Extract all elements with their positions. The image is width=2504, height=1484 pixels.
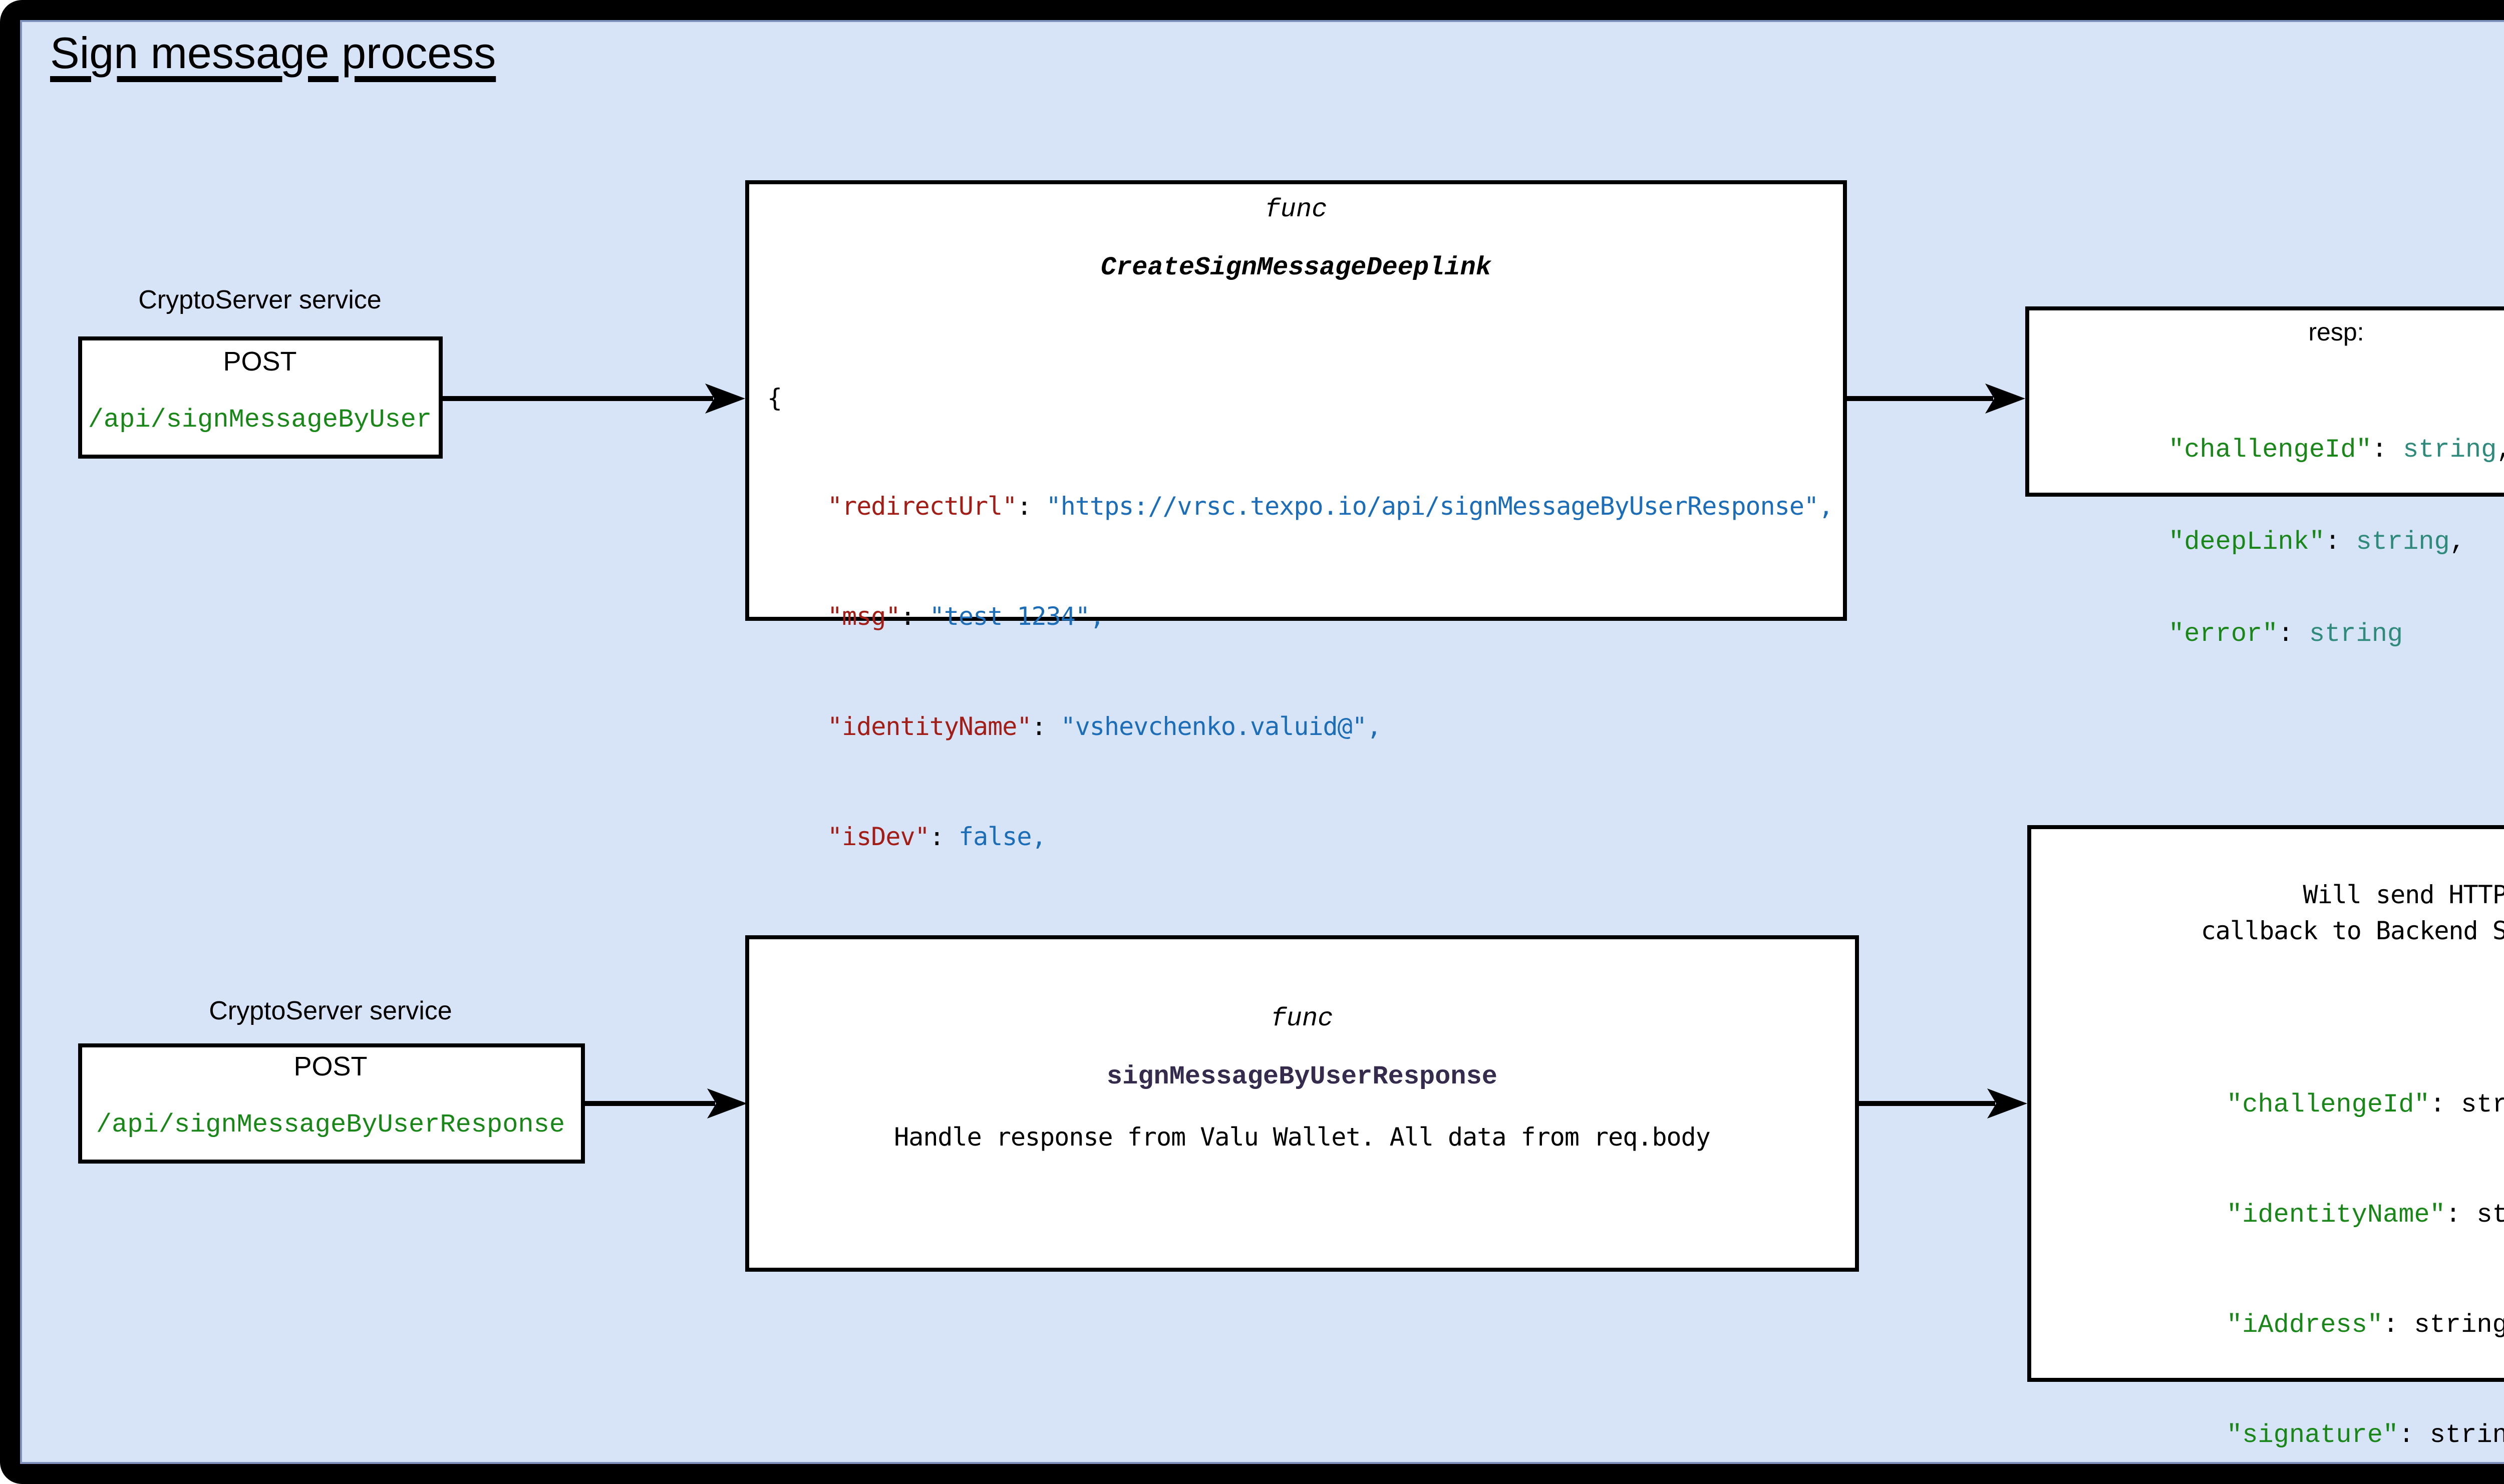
field-colon: : <box>2429 1089 2461 1120</box>
resp-field: "deepLink": string, <box>2168 527 2504 557</box>
note-prefix: callback to Backend Server at <box>2201 915 2504 945</box>
func1-kind-label: func <box>1265 193 1328 223</box>
arrowhead-icon <box>1987 1087 2027 1118</box>
field-key: "challengeId" <box>2168 435 2372 466</box>
resp1-fields: "challengeId": string, "deepLink": strin… <box>2168 375 2504 709</box>
json-value: "vshevchenko.valuid@" <box>1060 711 1367 742</box>
field-colon: : <box>2278 618 2309 648</box>
resp-field: "signature": string, <box>2227 1417 2504 1454</box>
json-line: "isDev": false, <box>767 820 1833 856</box>
arrowhead-icon <box>706 1087 746 1118</box>
json-open-brace: { <box>767 382 782 412</box>
func1-node[interactable]: func CreateSignMessageDeeplink { "redire… <box>745 180 1847 1071</box>
resp1-node[interactable]: resp: "challengeId": string, "deepLink":… <box>2024 306 2504 648</box>
field-colon: : <box>2383 1309 2414 1340</box>
json-comma: , <box>1090 601 1105 632</box>
json-key: "msg" <box>827 601 901 632</box>
field-key: "challengeId" <box>2227 1089 2430 1120</box>
json-key: "identityName" <box>827 711 1032 742</box>
resp2-note-line2: callback to Backend Server at "dataSigne… <box>2030 915 2504 945</box>
func1-json-body: { "redirectUrl": "https://vrsc.texpo.io/… <box>767 306 1833 1149</box>
request1-node[interactable]: POST /api/signMessageByUser <box>77 336 443 459</box>
arrowhead-icon <box>705 384 745 414</box>
request2-service-label: CryptoServer service <box>209 995 452 1025</box>
resp-field: "challengeId": string <box>2227 1087 2504 1124</box>
json-colon: : <box>929 821 959 852</box>
resp-field: "iAddress": string, <box>2227 1308 2504 1344</box>
json-comma: , <box>1366 711 1382 742</box>
resp2-fields: "challengeId": string "identityName": st… <box>2227 1014 2504 1484</box>
json-value: "test 1234" <box>929 601 1090 632</box>
func2-description: Handle response from Valu Wallet. All da… <box>894 1122 1711 1152</box>
json-colon: : <box>1017 491 1046 522</box>
diagram-canvas[interactable]: Sign message process CryptoServer servic… <box>20 20 2504 1464</box>
json-value: "https://vrsc.texpo.io/api/signMessageBy… <box>1046 491 1819 522</box>
field-type: string <box>2414 1309 2504 1340</box>
page-title: Sign message process <box>50 28 496 78</box>
request1-path: /api/signMessageByUser <box>88 404 432 434</box>
field-type: string <box>2309 618 2403 648</box>
field-key: "signature" <box>2227 1419 2399 1450</box>
field-comma: , <box>2449 527 2465 557</box>
resp1-label: resp: <box>2308 317 2364 345</box>
request2-path: /api/signMessageByUserResponse <box>96 1109 565 1140</box>
resp2-note-line1: Will send HTTP status 200 to wallet and <box>2303 878 2504 908</box>
field-type: string <box>2356 527 2450 557</box>
resp-field: "identityName": string, <box>2227 1198 2504 1234</box>
field-comma: , <box>2496 436 2504 466</box>
func2-name: signMessageByUserResponse <box>1106 1060 1498 1090</box>
resp-field: "error": string <box>2168 618 2504 649</box>
field-colon: : <box>2371 435 2403 466</box>
request2-method: POST <box>293 1051 368 1081</box>
request1-service-label: CryptoServer service <box>138 284 382 314</box>
resp2-label: resp: <box>2030 832 2504 862</box>
func1-name: CreateSignMessageDeeplink <box>1100 251 1492 281</box>
field-colon: : <box>2398 1419 2430 1450</box>
json-value: false <box>959 821 1032 852</box>
arrow-func2-to-resp2[interactable] <box>1859 1078 2027 1127</box>
json-line: "identityName": "vshevchenko.valuid@", <box>767 709 1833 746</box>
request1-method: POST <box>223 345 297 376</box>
arrow-request1-to-func1[interactable] <box>443 375 745 423</box>
request2-node[interactable]: POST /api/signMessageByUserResponse <box>77 1042 584 1163</box>
field-colon: : <box>2325 527 2356 557</box>
arrow-request2-to-func2[interactable] <box>584 1078 746 1127</box>
field-key: "error" <box>2168 618 2278 648</box>
field-type: string <box>2429 1419 2504 1450</box>
func2-kind-label: func <box>1271 1003 1334 1033</box>
json-comma: , <box>1031 821 1047 852</box>
field-type: string <box>2461 1089 2504 1120</box>
json-colon: : <box>1031 711 1061 742</box>
field-colon: : <box>2445 1199 2477 1230</box>
field-type: string <box>2403 435 2497 466</box>
json-line: "redirectUrl": "https://vrsc.texpo.io/ap… <box>767 490 1833 526</box>
json-key: "redirectUrl" <box>827 491 1017 522</box>
json-line: "msg": "test 1234", <box>767 600 1833 636</box>
field-key: "deepLink" <box>2168 527 2325 557</box>
resp-field: "challengeId": string, <box>2168 436 2504 466</box>
arrow-func1-to-resp1[interactable] <box>1847 375 2025 423</box>
json-colon: : <box>900 601 929 632</box>
field-key: "identityName" <box>2227 1199 2445 1230</box>
field-key: "iAddress" <box>2227 1309 2383 1340</box>
resp2-node[interactable]: resp: Will send HTTP status 200 to walle… <box>2026 825 2504 1449</box>
json-key: "isDev" <box>827 821 930 852</box>
func2-node[interactable]: func signMessageByUserResponse Handle re… <box>745 935 1859 1272</box>
arrowhead-icon <box>1985 384 2025 414</box>
json-comma: , <box>1818 491 1833 522</box>
field-type: string <box>2476 1199 2504 1230</box>
